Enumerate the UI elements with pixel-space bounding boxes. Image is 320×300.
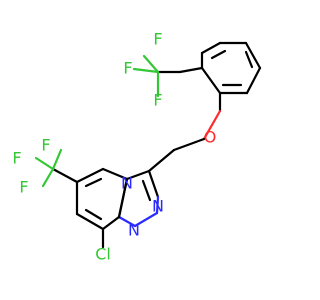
molecule-canvas: F F F O F F F N N N Cl <box>12 29 262 264</box>
bond-benzene-1 <box>200 41 222 55</box>
atom-cl: Cl <box>95 245 111 264</box>
molecule-structure-diagram: F F F O F F F N N N Cl <box>12 30 262 264</box>
atom-f-top-1: F <box>153 30 162 49</box>
bond-triazole-inner <box>141 179 152 202</box>
bond-triazole-5 <box>117 215 137 228</box>
bond-benzene-6 <box>200 66 222 95</box>
atom-f-left-1: F <box>41 136 50 155</box>
bond-triazole-3 <box>155 195 160 215</box>
bond-pyridine-2 <box>75 167 105 184</box>
bond-triazole-1 <box>125 169 151 181</box>
atom-n-triazole-2: N <box>128 221 140 240</box>
bond-c3-ch2 <box>147 148 176 173</box>
bond-triazole-4 <box>133 211 159 228</box>
bond-left-cf3-1 <box>34 156 55 171</box>
bond-oxygen-link <box>202 109 222 141</box>
atom-f-left-2: F <box>12 149 21 168</box>
bond-benzene-4 <box>245 66 262 95</box>
bond-pyridine-4 <box>75 212 105 231</box>
bond-benzene-inner-1 <box>210 49 227 60</box>
atom-f-top-2: F <box>123 59 132 78</box>
bond-top-cf3-core-2 <box>178 66 204 74</box>
bond-ch2-1 <box>172 137 206 152</box>
bond-pyridine-inner-1 <box>84 177 103 188</box>
bond-triazole-2 <box>147 169 160 199</box>
atom-n-triazole-1: N <box>152 197 164 216</box>
bond-pyridine-6 <box>117 177 129 219</box>
atom-f-top-3: F <box>153 91 162 110</box>
atom-n-ring: N <box>121 174 133 193</box>
bond-top-cf3-1 <box>132 67 160 74</box>
bond-benzene-3 <box>244 41 262 70</box>
atom-f-left-3: F <box>19 178 28 197</box>
bond-left-cf3-2 <box>51 148 63 171</box>
bond-pyridine-5 <box>101 215 121 231</box>
bond-top-cf3-3 <box>142 54 160 74</box>
bond-pyridine-1 <box>101 167 129 181</box>
bond-left-cf3-3 <box>41 167 55 188</box>
bond-benzene-inner-2 <box>244 50 254 69</box>
bond-left-cf3-core <box>51 167 79 184</box>
atom-o-ether: O <box>204 128 217 147</box>
bond-pyridine-inner-2 <box>84 208 103 221</box>
